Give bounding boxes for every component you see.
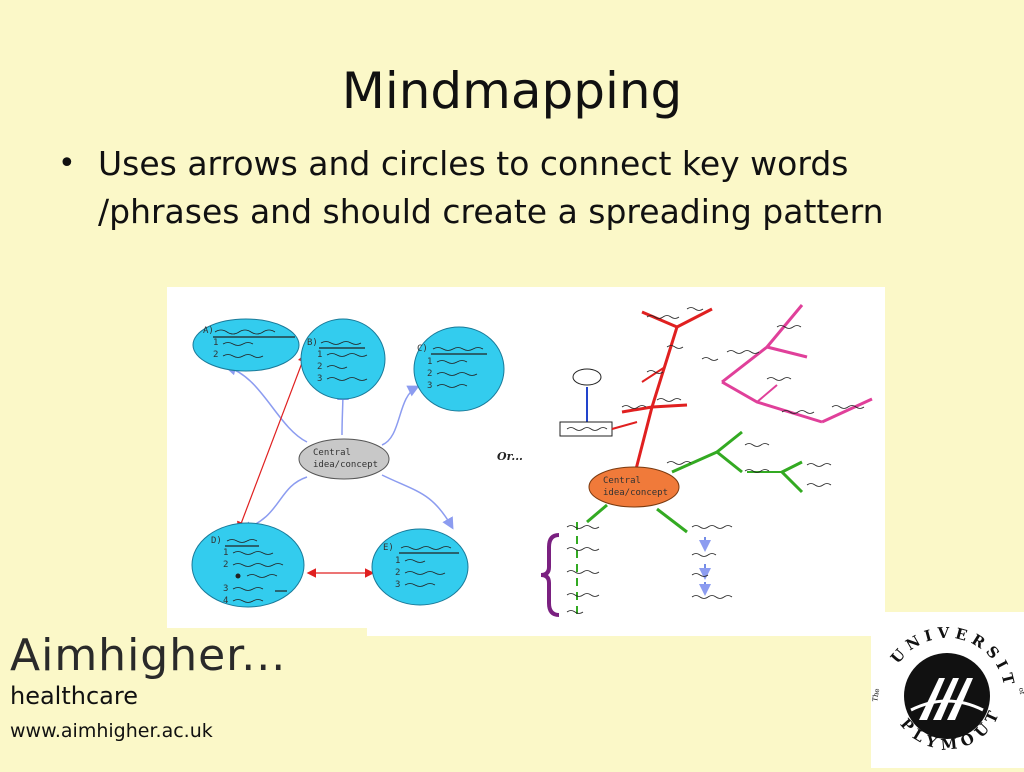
mindmap-illustration: A) 1 2 B) 1 2 3 C) 1 2 3 xyxy=(191,304,873,617)
svg-text:D): D) xyxy=(211,536,222,546)
svg-text:2: 2 xyxy=(395,568,400,578)
node-a xyxy=(192,318,300,372)
or-label: Or... xyxy=(497,450,523,463)
svg-text:idea/concept: idea/concept xyxy=(313,460,378,470)
left-mindmap: A) 1 2 B) 1 2 3 C) 1 2 3 xyxy=(191,318,505,608)
svg-text:3: 3 xyxy=(395,580,400,590)
university-seal: UNIVERSITY PLYMOUTH The of xyxy=(861,598,1024,768)
svg-text:1: 1 xyxy=(213,338,218,348)
bullet-item: Uses arrows and circles to connect key w… xyxy=(98,144,884,231)
svg-text:Central: Central xyxy=(603,476,641,486)
svg-text:2: 2 xyxy=(223,560,228,570)
bullet-marker: • xyxy=(58,146,76,181)
logo-sub-text: healthcare xyxy=(10,682,138,710)
node-d xyxy=(191,522,305,608)
svg-text:idea/concept: idea/concept xyxy=(603,488,668,498)
svg-text:The: The xyxy=(871,688,881,703)
svg-text:2: 2 xyxy=(317,362,322,372)
svg-text:of: of xyxy=(1017,687,1024,696)
svg-text:3: 3 xyxy=(223,584,228,594)
svg-text:2: 2 xyxy=(427,369,432,379)
node-a-label: A) xyxy=(203,326,214,336)
node-e xyxy=(371,528,469,606)
arrow-to-c xyxy=(381,385,420,446)
svg-text:3: 3 xyxy=(317,374,322,384)
red-arrow-d-b xyxy=(237,352,307,532)
svg-text:C): C) xyxy=(417,344,428,354)
slide-title: Mindmapping xyxy=(341,62,683,120)
mindmap-figure: A) 1 2 B) 1 2 3 C) 1 2 3 xyxy=(167,287,885,636)
svg-text:1: 1 xyxy=(427,357,432,367)
university-seal-graphic: UNIVERSITY PLYMOUTH The of xyxy=(861,598,1024,754)
right-mindmap: Central idea/concept xyxy=(540,304,873,617)
bullet-list: • Uses arrows and circles to connect key… xyxy=(58,140,958,236)
arrow-to-d xyxy=(239,476,308,533)
aimhigher-logo: Aimhigher... healthcare www.aimhigher.ac… xyxy=(0,628,367,768)
logo-main-text: Aimhigher... xyxy=(10,630,287,681)
purple-brace xyxy=(540,533,560,617)
logo-url-text: www.aimhigher.ac.uk xyxy=(10,720,213,742)
left-central-node xyxy=(298,438,390,480)
arrow-to-a xyxy=(224,363,308,443)
svg-text:Central: Central xyxy=(313,448,351,458)
svg-text:4: 4 xyxy=(223,596,228,606)
svg-text:E): E) xyxy=(383,543,394,553)
svg-text:1: 1 xyxy=(223,548,228,558)
node-b xyxy=(300,318,386,400)
svg-text:1: 1 xyxy=(317,350,322,360)
svg-text:2: 2 xyxy=(213,350,218,360)
svg-text:3: 3 xyxy=(427,381,432,391)
right-central-node xyxy=(588,466,680,508)
svg-text:B): B) xyxy=(307,338,318,348)
svg-text:1: 1 xyxy=(395,556,400,566)
arrow-to-e xyxy=(381,474,454,530)
